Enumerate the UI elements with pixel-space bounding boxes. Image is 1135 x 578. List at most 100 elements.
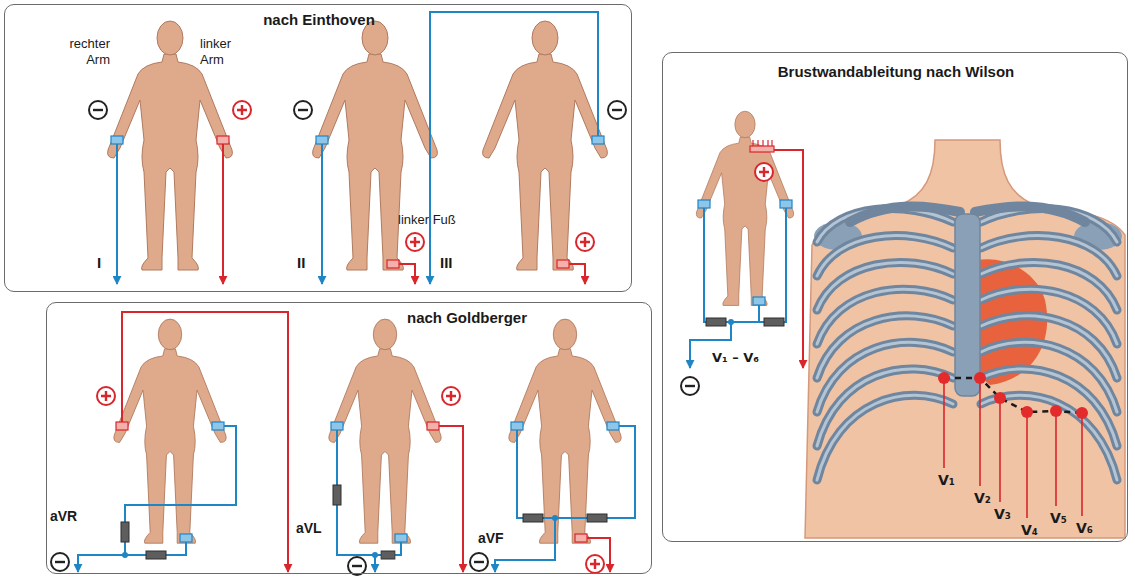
panel-title: nach Goldberger (407, 309, 527, 326)
goldberger-avf (495, 518, 555, 572)
thorax-illustration (975, 206, 1085, 222)
goldberger-avf (470, 319, 635, 573)
goldberger-avr (51, 553, 69, 571)
thorax-illustration (955, 214, 980, 396)
goldberger-avf (552, 515, 558, 521)
thorax-illustration (805, 140, 1125, 538)
einthoven-lead-iii (608, 101, 626, 119)
goldberger-avl (329, 319, 463, 575)
einthoven-lead-iii (592, 136, 604, 144)
goldberger-avl (331, 387, 463, 575)
goldberger-avl (348, 557, 366, 575)
einthoven-lead-i (222, 144, 224, 284)
rib (817, 209, 1117, 480)
einthoven-lead-iii (430, 12, 598, 284)
goldberger-avf (586, 555, 604, 573)
thorax-illustration (805, 140, 1125, 538)
einthoven-lead-iii (430, 12, 626, 284)
goldberger-avf (587, 514, 607, 522)
wilson-circuit (696, 111, 793, 305)
goldberger-avl (437, 426, 463, 572)
einthoven-lead-ii (316, 136, 328, 144)
panel-box: Brustwandableitung nach Wilson (662, 52, 1128, 542)
goldberger-avf (511, 422, 523, 430)
electrode-label: V₃ (994, 506, 1011, 523)
goldberger-avr (97, 387, 115, 405)
panel-box: nach Goldberger (46, 302, 652, 574)
goldberger-avl (329, 319, 441, 543)
limb-label: linker Arm (200, 36, 256, 67)
goldberger-avl (372, 552, 378, 558)
einthoven-lead-i (111, 136, 123, 144)
einthoven-lead-i (89, 101, 251, 284)
einthoven-lead-ii (387, 260, 399, 268)
goldberger-avl (381, 551, 395, 559)
wilson-circuit (681, 140, 803, 395)
leader-line (979, 378, 981, 486)
goldberger-avl (427, 422, 439, 430)
wilson-circuit (753, 297, 765, 305)
wilson-circuit (750, 146, 774, 152)
einthoven-lead-iii (576, 233, 594, 251)
wilson-circuit (706, 318, 726, 326)
wilson-circuit (731, 208, 786, 322)
goldberger-avl (331, 422, 343, 430)
panel-title: nach Einthoven (263, 11, 375, 28)
goldberger-avl (395, 534, 407, 542)
goldberger-avf (587, 538, 610, 572)
einthoven-lead-ii (294, 101, 424, 284)
wilson-circuit (772, 150, 803, 368)
einthoven-lead-i (89, 101, 107, 119)
lead-name: aVL (296, 520, 322, 537)
einthoven-lead-ii (321, 144, 323, 284)
goldberger-avf (607, 422, 619, 430)
einthoven-lead-iii (483, 21, 608, 270)
lead-name: aVR (50, 508, 77, 525)
goldberger-avl (337, 430, 375, 555)
lead-name: III (440, 254, 453, 272)
goldberger-avr (212, 422, 224, 430)
einthoven-lead-i (217, 136, 229, 144)
thorax-illustration (850, 206, 960, 222)
goldberger-avr (122, 312, 288, 572)
lead-name: V₁ – V₆ (712, 350, 759, 366)
goldberger-avr (146, 551, 166, 559)
leader-line (944, 378, 1082, 518)
wilson-circuit (780, 200, 792, 208)
wilson-circuit (681, 111, 803, 395)
wilson-circuit (704, 208, 731, 322)
wilson-circuit (758, 305, 760, 322)
leader-line (1055, 411, 1057, 506)
goldberger-avr (78, 555, 125, 572)
leader-line (999, 398, 1001, 502)
rib (981, 395, 1117, 480)
goldberger-avf (555, 426, 635, 518)
limb-label: rechter Arm (50, 36, 110, 67)
goldberger-avf (470, 553, 488, 571)
einthoven-lead-ii (294, 101, 312, 119)
leader-line (943, 378, 945, 468)
einthoven-lead-iii (557, 260, 569, 268)
goldberger-avr (116, 422, 128, 430)
rib (817, 395, 953, 480)
einthoven-lead-iii (430, 12, 626, 284)
rib (981, 395, 1117, 480)
goldberger-avr (125, 426, 236, 555)
chest-electrode (1050, 405, 1062, 417)
einthoven-lead-i (233, 101, 251, 119)
goldberger-avf (509, 319, 621, 543)
goldberger-avf (523, 514, 543, 522)
goldberger-avf (575, 534, 587, 542)
leader-line (1081, 413, 1083, 516)
goldberger-avl (333, 485, 341, 505)
einthoven-lead-ii (406, 233, 424, 251)
electrode-label: V₄ (1021, 522, 1038, 539)
panel-title: Brustwandableitung nach Wilson (778, 63, 1015, 80)
electrode-label: V₁ (938, 472, 955, 489)
goldberger-avf (470, 422, 635, 573)
einthoven-lead-ii (399, 264, 415, 284)
chest-electrode (1076, 407, 1088, 419)
